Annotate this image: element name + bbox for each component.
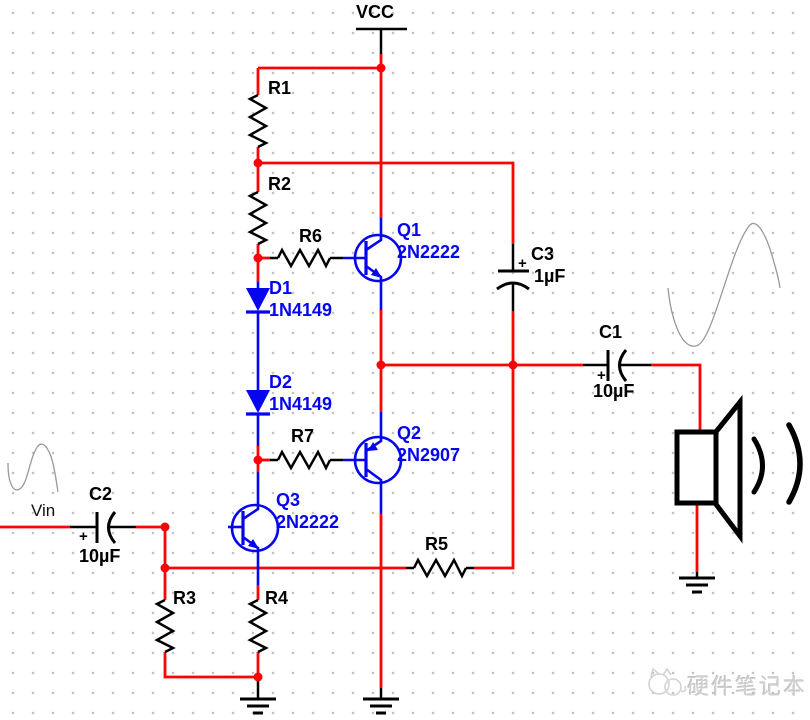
transistor-q1 — [343, 218, 403, 310]
resistor-r3 — [154, 598, 176, 654]
d2-part-label: 1N4149 — [269, 394, 333, 414]
watermark-logo-icon — [648, 667, 687, 696]
junction-dots — [160, 63, 518, 682]
pnp-arrow — [368, 442, 378, 451]
r5-label: R5 — [425, 534, 449, 554]
wire-r3-bottom — [163, 652, 258, 679]
blue-components — [228, 218, 403, 585]
npn-arrow — [248, 539, 259, 549]
r6-label: R6 — [299, 226, 323, 246]
resistor-r1 — [247, 93, 269, 149]
r3-label: R3 — [173, 588, 197, 608]
capacitor-c1 — [583, 349, 651, 382]
signal-waves — [7, 222, 781, 493]
diode-d2 — [246, 390, 270, 446]
vin-label: Vin — [31, 501, 56, 520]
c1-plus-mark: + — [597, 367, 606, 384]
c3-ref-label: C3 — [531, 244, 555, 264]
vcc-label: VCC — [356, 2, 395, 22]
black-components — [70, 27, 715, 715]
r1-label: R1 — [268, 78, 292, 98]
q1-ref-label: Q1 — [397, 220, 422, 240]
c2-plus-mark: + — [79, 528, 88, 545]
npn-arrow — [371, 268, 382, 278]
q3-ref-label: Q3 — [276, 490, 301, 510]
output-sine-wave — [667, 222, 781, 347]
resistor-r7 — [276, 449, 332, 471]
transistor-q3 — [228, 472, 280, 585]
resistor-r2 — [247, 190, 269, 246]
c1-value-label: 10µF — [593, 381, 635, 401]
transistor-q2 — [343, 412, 403, 514]
watermark-text: 硬件笔记本 — [687, 674, 808, 699]
ground-symbol-speaker — [679, 572, 715, 594]
c2-ref-label: C2 — [89, 484, 113, 504]
input-sine-wave — [7, 443, 59, 493]
speaker-icon — [674, 394, 803, 544]
wire-r5-up — [474, 365, 515, 570]
d2-ref-label: D2 — [269, 372, 293, 392]
d1-part-label: 1N4149 — [269, 300, 333, 320]
sound-arc-1 — [751, 436, 765, 495]
wire-c1-to-speaker — [651, 363, 702, 432]
d1-ref-label: D1 — [269, 278, 293, 298]
q2-ref-label: Q2 — [397, 423, 422, 443]
ground-symbol-center — [363, 688, 399, 715]
capacitor-c3 — [496, 244, 530, 311]
c2-value-label: 10µF — [79, 546, 121, 566]
r4-label: R4 — [265, 588, 289, 608]
r7-label: R7 — [291, 426, 315, 446]
diode-d1 — [246, 282, 270, 390]
capacitor-c2 — [70, 511, 136, 544]
resistor-r5 — [412, 557, 468, 579]
vcc-symbol — [356, 27, 407, 54]
r2-label: R2 — [268, 174, 292, 194]
wire-bootstrap-top — [258, 161, 515, 244]
c3-plus-mark: + — [518, 255, 527, 272]
wire-net — [0, 54, 702, 688]
c1-ref-label: C1 — [599, 322, 623, 342]
sound-arc-2 — [786, 422, 803, 505]
resistor-r4 — [247, 598, 269, 654]
q3-part-label: 2N2222 — [276, 512, 340, 532]
c3-value-label: 1µF — [534, 266, 566, 286]
q2-part-label: 2N2907 — [397, 445, 461, 465]
resistor-r6 — [276, 247, 332, 269]
q1-part-label: 2N2222 — [397, 242, 461, 262]
ground-symbol-left — [240, 677, 276, 715]
